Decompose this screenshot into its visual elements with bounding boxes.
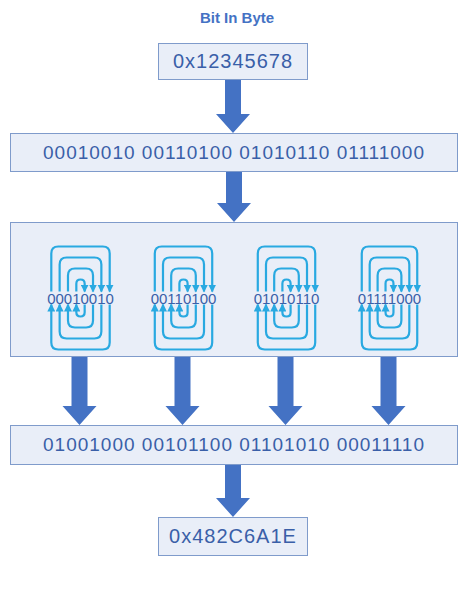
flow-arrow <box>166 357 200 425</box>
diagram-title: Bit In Byte <box>0 9 474 27</box>
value-box: 0x12345678 <box>158 43 308 80</box>
value-text: 0x12345678 <box>173 50 293 73</box>
value-box: 01001000 00101100 01101010 00011110 <box>10 425 458 465</box>
value-box: 00010010 00110100 01010110 01111000 <box>10 133 458 172</box>
flow-arrow <box>269 357 303 425</box>
flow-arrow <box>216 80 250 133</box>
byte-bits: 01010110 <box>254 291 320 306</box>
value-text: 00010010 00110100 01010110 01111000 <box>43 142 425 164</box>
byte-bits: 00010010 <box>47 291 114 306</box>
flow-arrow <box>217 172 251 222</box>
flow-arrow <box>216 465 250 517</box>
byte-bits: 00110100 <box>151 291 217 306</box>
byte-bits: 01111000 <box>358 291 421 306</box>
value-text: 0x482C6A1E <box>169 525 297 548</box>
bit-group-box: 00010010 00110100 01010110 01111000 <box>10 222 458 357</box>
value-text: 01001000 00101100 01101010 00011110 <box>43 434 425 456</box>
flow-arrow <box>372 357 406 425</box>
value-box: 0x482C6A1E <box>158 517 308 556</box>
flow-arrow <box>63 357 97 425</box>
